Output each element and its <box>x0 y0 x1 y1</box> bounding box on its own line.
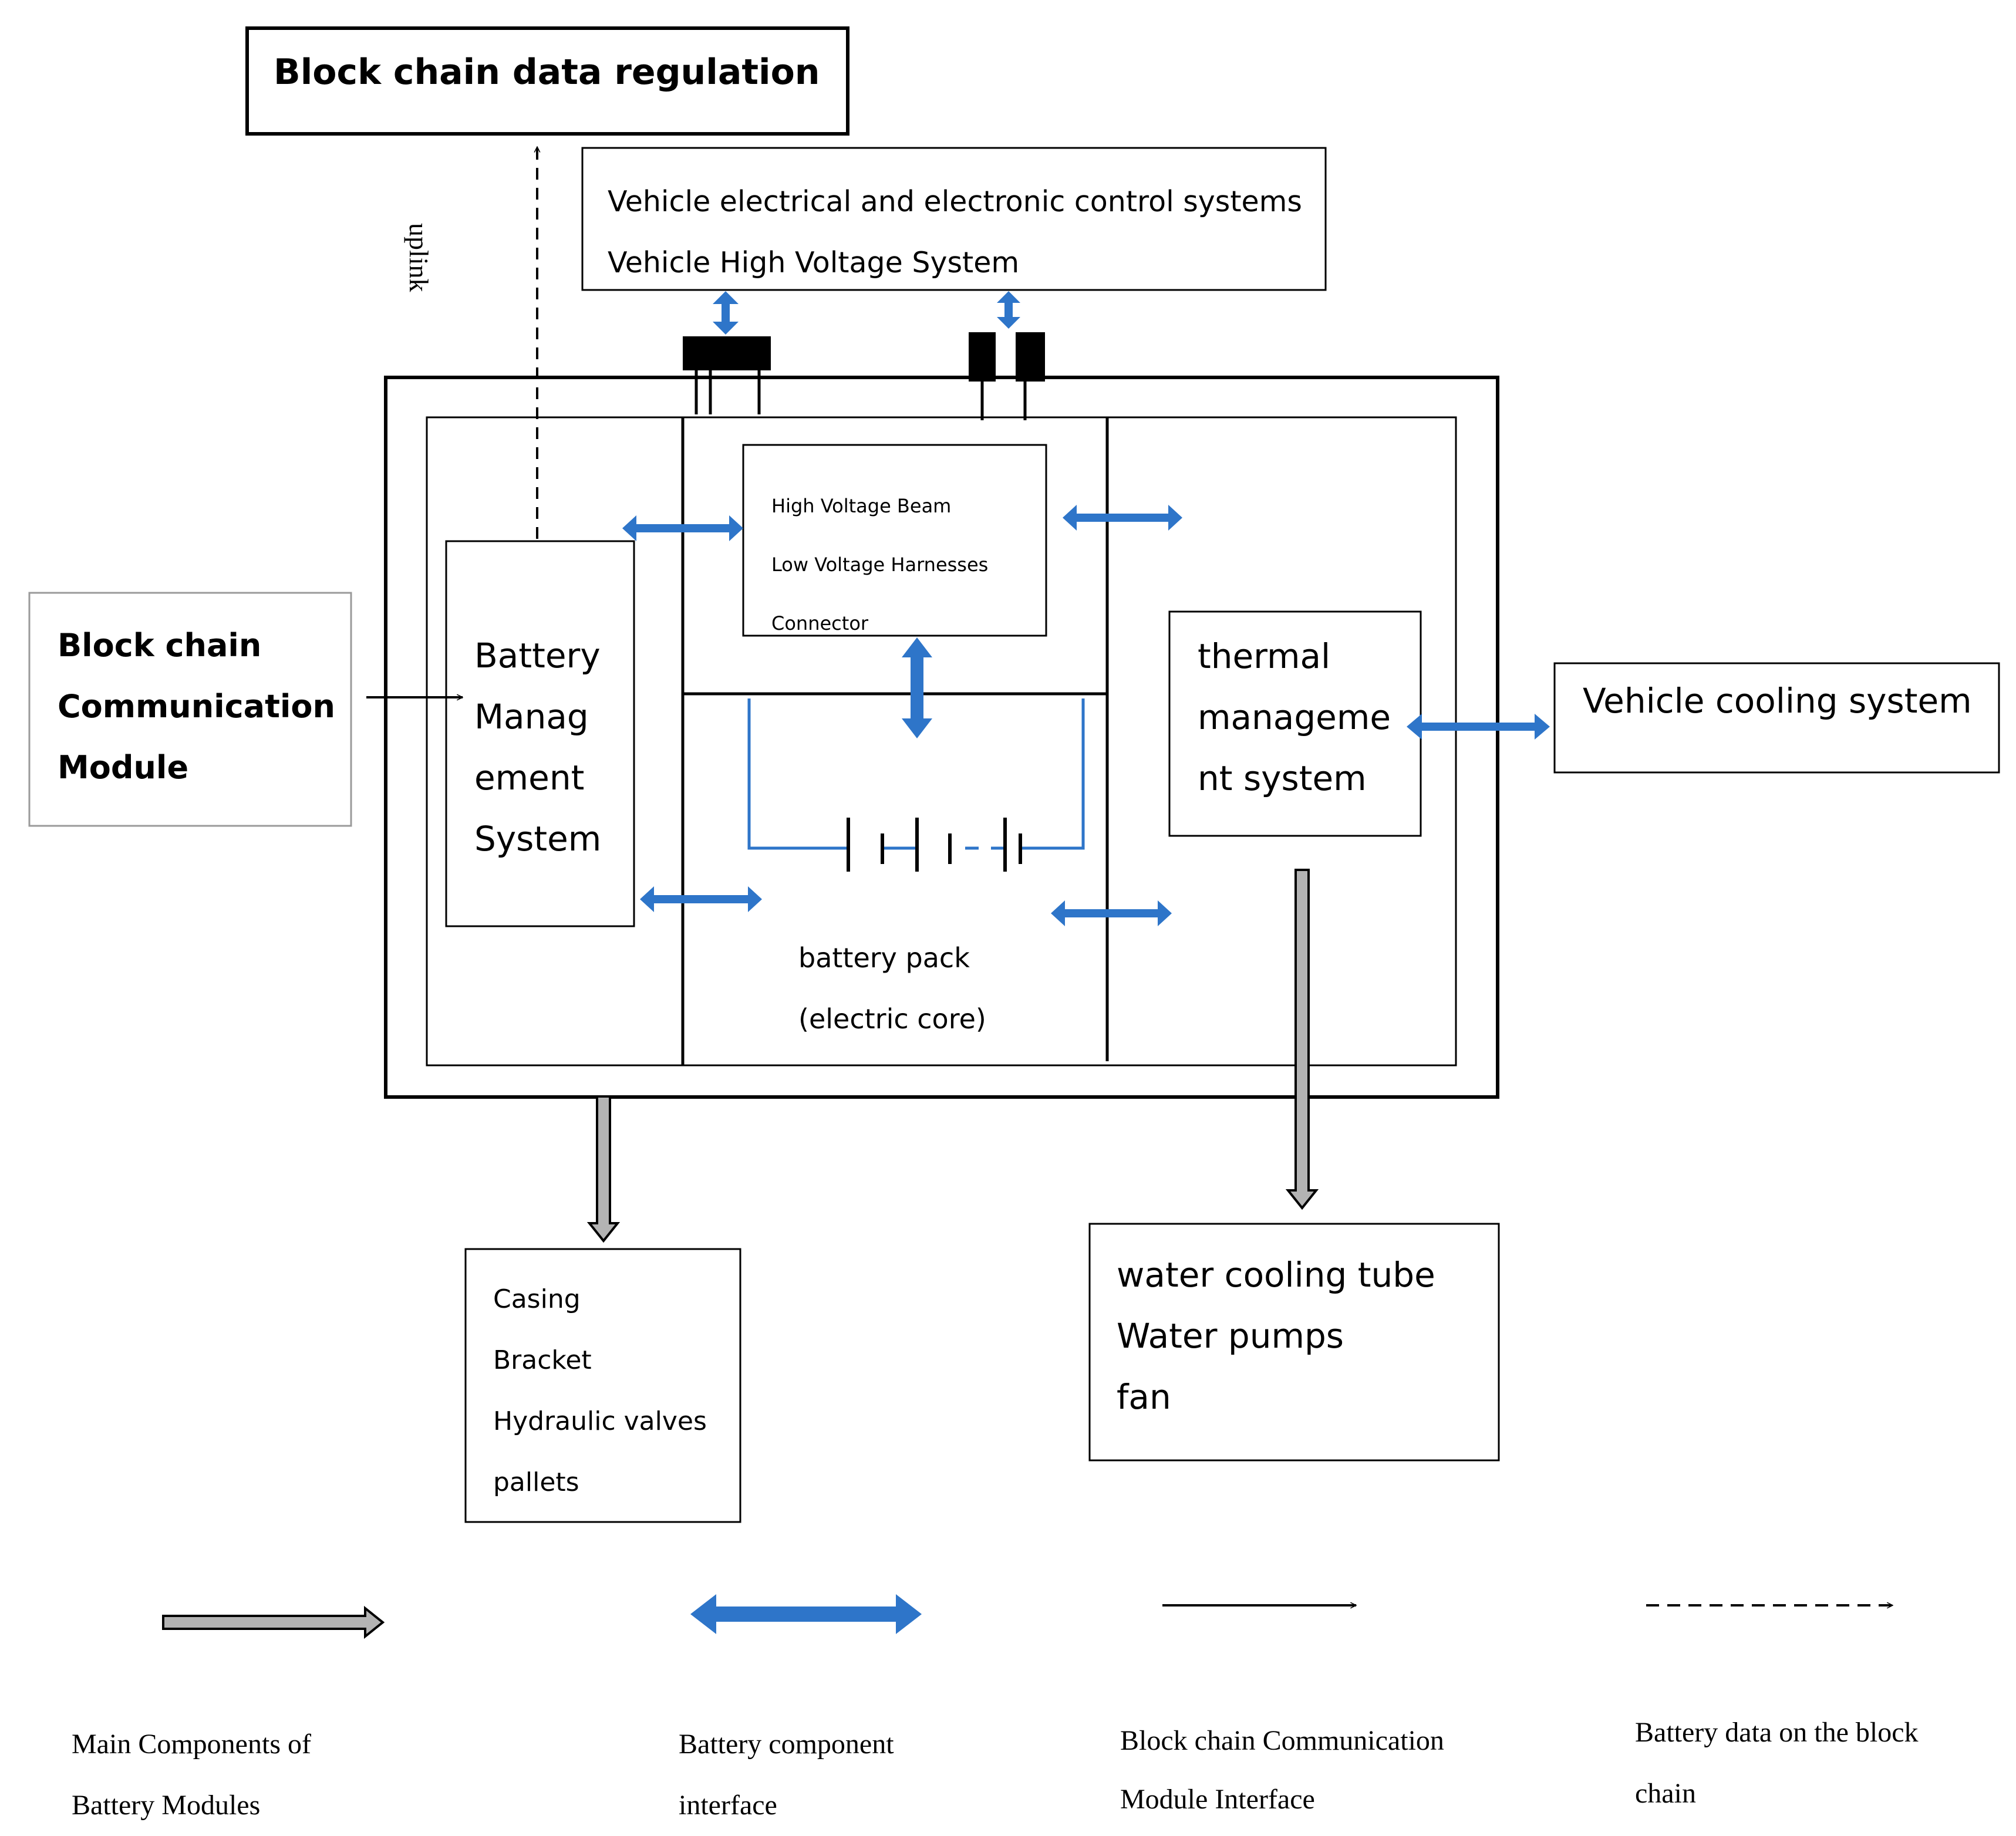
thermal-text: thermal manageme nt system <box>1198 626 1391 809</box>
legend-component-interface: Battery component interface <box>679 1714 894 1836</box>
interface-arrow-bms-pack <box>640 886 762 912</box>
bms-box <box>445 540 635 927</box>
casing-box <box>464 1248 741 1523</box>
interface-arrow-vehicle-right <box>997 291 1020 329</box>
interface-arrow-vehicle-left <box>713 291 739 335</box>
regulation-box <box>245 26 849 136</box>
comm-module-line-2: Communication <box>58 688 335 725</box>
comm-module-line-3: Module <box>58 749 189 786</box>
thermal-line-2: manageme <box>1198 697 1391 737</box>
battery-cells-icon <box>847 818 1022 872</box>
casing-item-4: pallets <box>493 1467 579 1497</box>
bms-line-1: Battery <box>474 636 601 676</box>
hv-box-line-1: High Voltage Beam <box>771 495 952 517</box>
bms-line-3: ement <box>474 758 585 798</box>
bms-line-4: System <box>474 819 602 859</box>
connector-right-icon <box>969 332 1045 420</box>
cooling-label: Vehicle cooling system <box>1583 681 1972 721</box>
thermal-line-3: nt system <box>1198 758 1367 798</box>
interface-arrow-thermal-cooling <box>1407 714 1550 740</box>
interface-arrow-bms-hv <box>622 515 743 541</box>
bms-text: Battery Manag ement System <box>474 625 601 869</box>
legend-data-on-chain-line-1: Battery data on the block <box>1635 1717 1919 1748</box>
legend-component-interface-line-1: Battery component <box>679 1729 894 1760</box>
legend-gray-arrow <box>162 1605 385 1639</box>
component-arrow-water <box>1285 869 1319 1210</box>
casing-item-3: Hydraulic valves <box>493 1406 707 1436</box>
interface-arrow-hv-thermal <box>1063 505 1182 531</box>
interface-arrow-hv-pack <box>902 637 932 738</box>
battery-pack-text: battery pack (electric core) <box>798 927 986 1049</box>
legend-main-components-line-1: Main Components of <box>72 1729 311 1760</box>
comm-module-line-1: Block chain <box>58 627 262 664</box>
legend-main-components-line-2: Battery Modules <box>72 1790 261 1821</box>
vehicle-systems-line-1: Vehicle electrical and electronic contro… <box>608 185 1302 218</box>
water-text: water cooling tube Water pumps fan <box>1117 1244 1435 1427</box>
casing-item-1: Casing <box>493 1284 581 1314</box>
legend-comm-interface-line-1: Block chain Communication <box>1120 1725 1444 1756</box>
regulation-title: Block chain data regulation <box>274 52 820 93</box>
water-item-2: Water pumps <box>1117 1316 1344 1356</box>
water-item-3: fan <box>1117 1377 1171 1417</box>
thermal-box <box>1168 610 1422 837</box>
vehicle-systems-line-2: Vehicle High Voltage System <box>608 246 1020 279</box>
legend-component-interface-line-2: interface <box>679 1790 777 1821</box>
legend-comm-interface-line-2: Module Interface <box>1120 1784 1315 1815</box>
comm-module-box <box>28 592 352 827</box>
connector-left-icon <box>683 336 771 414</box>
cooling-box <box>1553 662 2000 774</box>
legend-main-components: Main Components of Battery Modules <box>72 1714 311 1836</box>
vehicle-systems-box <box>581 147 1327 291</box>
bms-line-2: Manag <box>474 697 589 737</box>
casing-text: Casing Bracket Hydraulic valves pallets <box>493 1269 707 1513</box>
legend-data-on-chain: Battery data on the block chain <box>1635 1702 1919 1824</box>
hv-box <box>742 444 1047 637</box>
water-box <box>1088 1223 1500 1462</box>
comm-module-text: Block chain Communication Module <box>58 615 335 798</box>
water-item-1: water cooling tube <box>1117 1255 1435 1295</box>
legend-data-on-chain-line-2: chain <box>1635 1778 1696 1809</box>
thermal-line-1: thermal <box>1198 636 1331 676</box>
casing-item-2: Bracket <box>493 1345 592 1375</box>
pack-inner-frame <box>426 416 1457 1066</box>
battery-pack-line-2: (electric core) <box>798 1003 986 1035</box>
legend-comm-interface: Block chain Communication Module Interfa… <box>1120 1712 1444 1829</box>
battery-pack-line-1: battery pack <box>798 942 970 974</box>
hv-box-line-2: Low Voltage Harnesses <box>771 554 989 576</box>
uplink-label: uplink <box>404 223 434 292</box>
component-arrow-casing <box>586 1095 621 1243</box>
interface-arrow-pack-thermal <box>1051 900 1172 926</box>
hv-box-line-3: Connector <box>771 612 869 635</box>
hv-box-text: High Voltage Beam Low Voltage Harnesses … <box>771 477 988 653</box>
legend-blue-double-arrow <box>690 1594 922 1634</box>
battery-circuit-icon <box>747 698 1085 850</box>
vehicle-systems-text: Vehicle electrical and electronic contro… <box>608 171 1302 293</box>
